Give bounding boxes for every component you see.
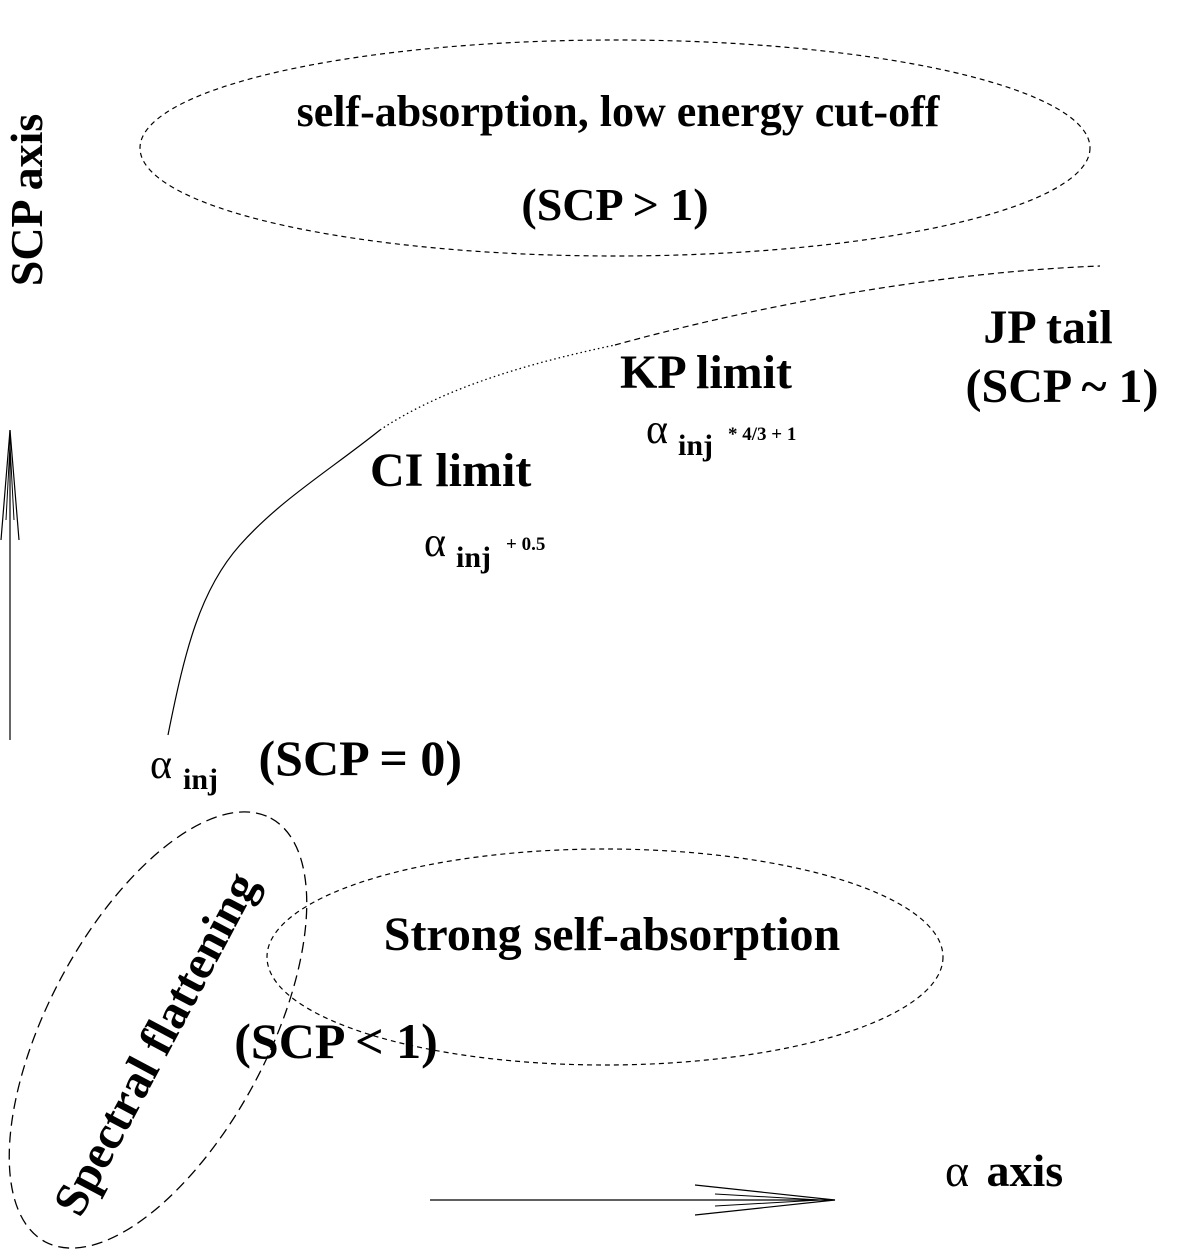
alpha-axis-label: axis	[975, 1145, 1063, 1196]
jp-tail-label: JP tail	[983, 301, 1112, 354]
origin-scp-zero-label: (SCP = 0)	[246, 730, 462, 786]
alpha-axis-arrowhead	[694, 1184, 836, 1216]
kp-limit-label: KP limit	[620, 346, 792, 399]
scp-greater-than-one-label: (SCP > 1)	[521, 179, 708, 230]
alpha-axis-symbol: α	[945, 1145, 969, 1196]
scp-axis-arrowhead	[0, 429, 20, 541]
kp-alpha-subscript: inj	[678, 429, 713, 462]
ci-limit-label: CI limit	[370, 444, 531, 497]
self-absorption-label: self-absorption, low energy cut-off	[297, 87, 941, 136]
strong-self-absorption-label: Strong self-absorption	[384, 908, 841, 961]
scp-axis-label: SCP axis	[1, 114, 52, 287]
scp-approx-one-label: (SCP ~ 1)	[966, 360, 1159, 413]
kp-alpha-superscript: * 4/3 + 1	[728, 424, 796, 445]
scp-axis-arrowhead-inner	[5, 444, 15, 521]
ci-alpha-superscript: + 0.5	[506, 534, 545, 555]
kp-alpha-symbol: α	[646, 407, 668, 453]
origin-alpha-symbol: α	[150, 742, 172, 788]
ci-alpha-subscript: inj	[456, 541, 491, 574]
strong-self-absorption-region	[266, 848, 944, 1066]
spectral-flattening-region	[8, 811, 308, 1249]
evolution-curve-dashed	[614, 265, 1101, 346]
ci-alpha-symbol: α	[424, 520, 446, 566]
self-absorption-region	[139, 39, 1091, 257]
evolution-curve-dotted	[379, 344, 616, 431]
alpha-axis-arrowhead-inner	[714, 1193, 821, 1207]
scp-less-than-one-label: (SCP < 1)	[234, 1013, 438, 1069]
origin-alpha-subscript: inj	[183, 763, 218, 796]
evolution-curve-solid	[167, 429, 381, 736]
